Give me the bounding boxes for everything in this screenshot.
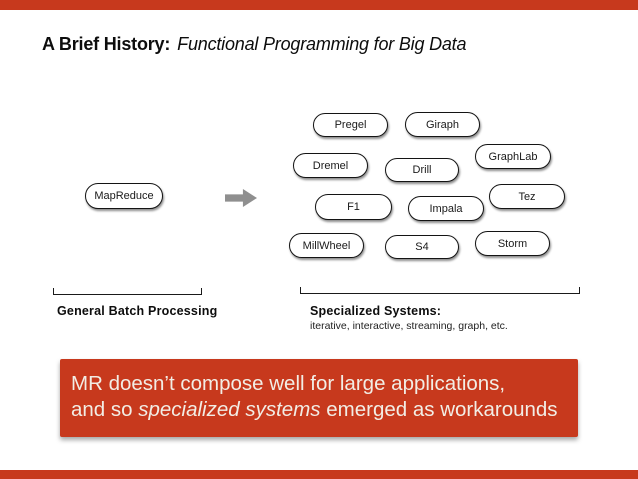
node-graphlab: GraphLab xyxy=(475,144,551,169)
node-tez: Tez xyxy=(489,184,565,209)
node-drill: Drill xyxy=(385,158,459,182)
node-giraph: Giraph xyxy=(405,112,480,137)
callout-line2-prefix: and so xyxy=(71,398,139,421)
node-dremel: Dremel xyxy=(293,153,368,178)
bottom-accent-bar xyxy=(0,470,638,479)
batch-group-label: General Batch Processing xyxy=(57,304,218,318)
node-s4: S4 xyxy=(385,235,459,259)
slide-title-bold: A Brief History: xyxy=(42,34,171,54)
batch-group-bracket xyxy=(53,288,202,295)
callout-box: MR doesn’t compose well for large applic… xyxy=(60,359,578,437)
node-pregel: Pregel xyxy=(313,113,388,137)
node-impala: Impala xyxy=(408,196,484,221)
specialized-group-label: Specialized Systems: xyxy=(310,304,442,318)
node-storm: Storm xyxy=(475,231,550,256)
slide-title: A Brief History: Functional Programming f… xyxy=(42,34,466,55)
node-millwheel: MillWheel xyxy=(289,233,364,258)
top-accent-bar xyxy=(0,0,638,10)
callout-line2: and so specialized systems emerged as wo… xyxy=(71,397,568,423)
arrow-right-icon xyxy=(225,189,257,207)
callout-line2-italic: specialized systems xyxy=(138,398,321,421)
node-f1: F1 xyxy=(315,194,392,220)
node-mapreduce: MapReduce xyxy=(85,183,163,209)
specialized-group-sublabel: iterative, interactive, streaming, graph… xyxy=(310,320,508,332)
specialized-group-bracket xyxy=(300,287,580,294)
slide-title-italic: Functional Programming for Big Data xyxy=(177,34,467,54)
callout-line1: MR doesn’t compose well for large applic… xyxy=(71,372,506,395)
callout-line2-suffix: emerged as workarounds xyxy=(320,398,558,421)
